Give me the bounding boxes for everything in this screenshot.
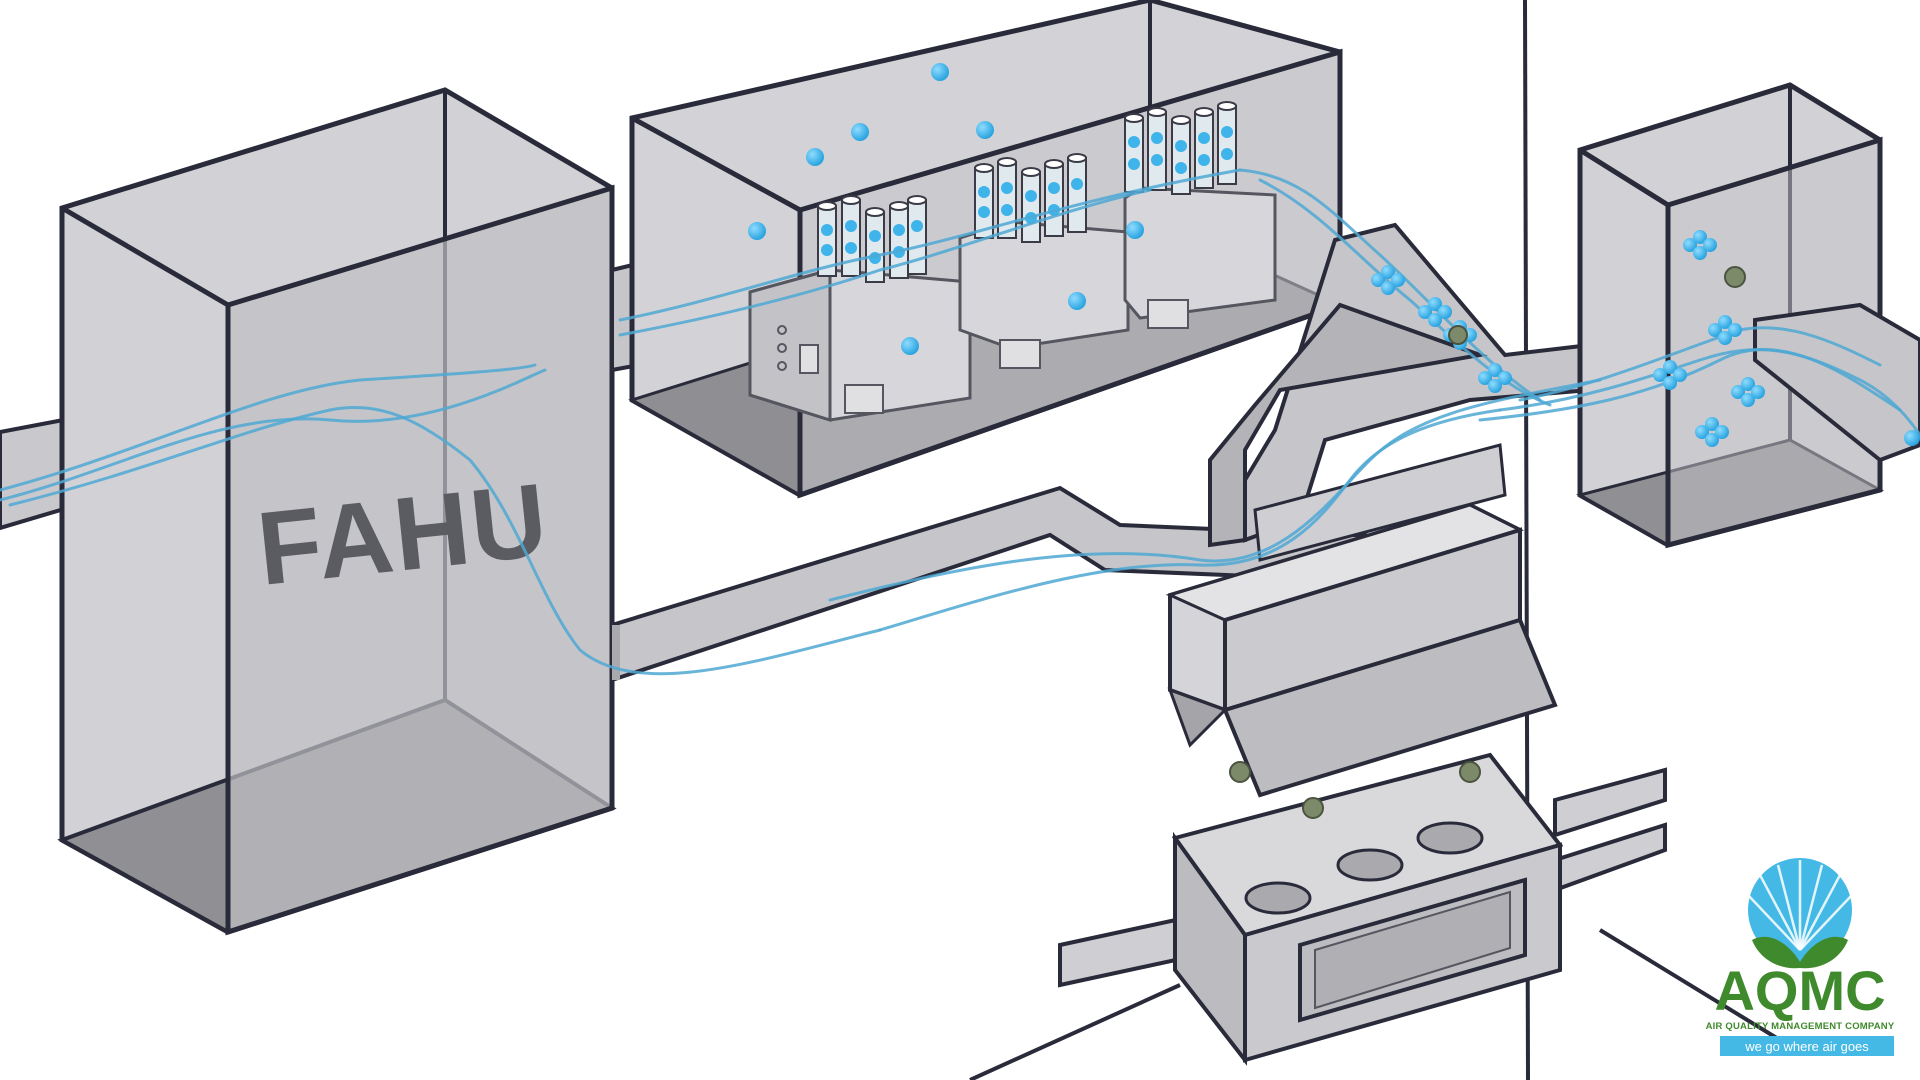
logo-title: AQMC — [1714, 959, 1885, 1022]
aqmc-logo: AQMC AIR QUALITY MANAGEMENT COMPANY we g… — [1706, 858, 1895, 1056]
burner — [1336, 848, 1404, 882]
logo-leaf-icon — [1752, 936, 1848, 969]
floor-line — [969, 983, 1181, 1080]
logo-subtitle: AIR QUALITY MANAGEMENT COMPANY — [1706, 1021, 1895, 1032]
floating-ions — [748, 63, 1144, 355]
airflow-lines — [0, 168, 1920, 676]
ion-tube-particles — [821, 126, 1233, 264]
ion-tubes — [817, 105, 1237, 283]
logo-tagline: we go where air goes — [1744, 1039, 1869, 1054]
kitchen-hood — [1165, 443, 1558, 798]
burner — [1416, 821, 1484, 855]
pollutant-particles — [1229, 266, 1746, 819]
ionizer-chamber — [628, 0, 1345, 499]
filter-box — [1576, 82, 1920, 549]
fahu-unit: FAHU — [0, 87, 617, 936]
floor-line — [1598, 928, 1782, 1042]
ion-tube-caps — [817, 101, 1237, 217]
logo-tagline-bar — [1720, 1036, 1894, 1056]
burner — [1244, 881, 1312, 915]
ionizer-module — [748, 268, 972, 423]
stove — [1058, 752, 1667, 1066]
